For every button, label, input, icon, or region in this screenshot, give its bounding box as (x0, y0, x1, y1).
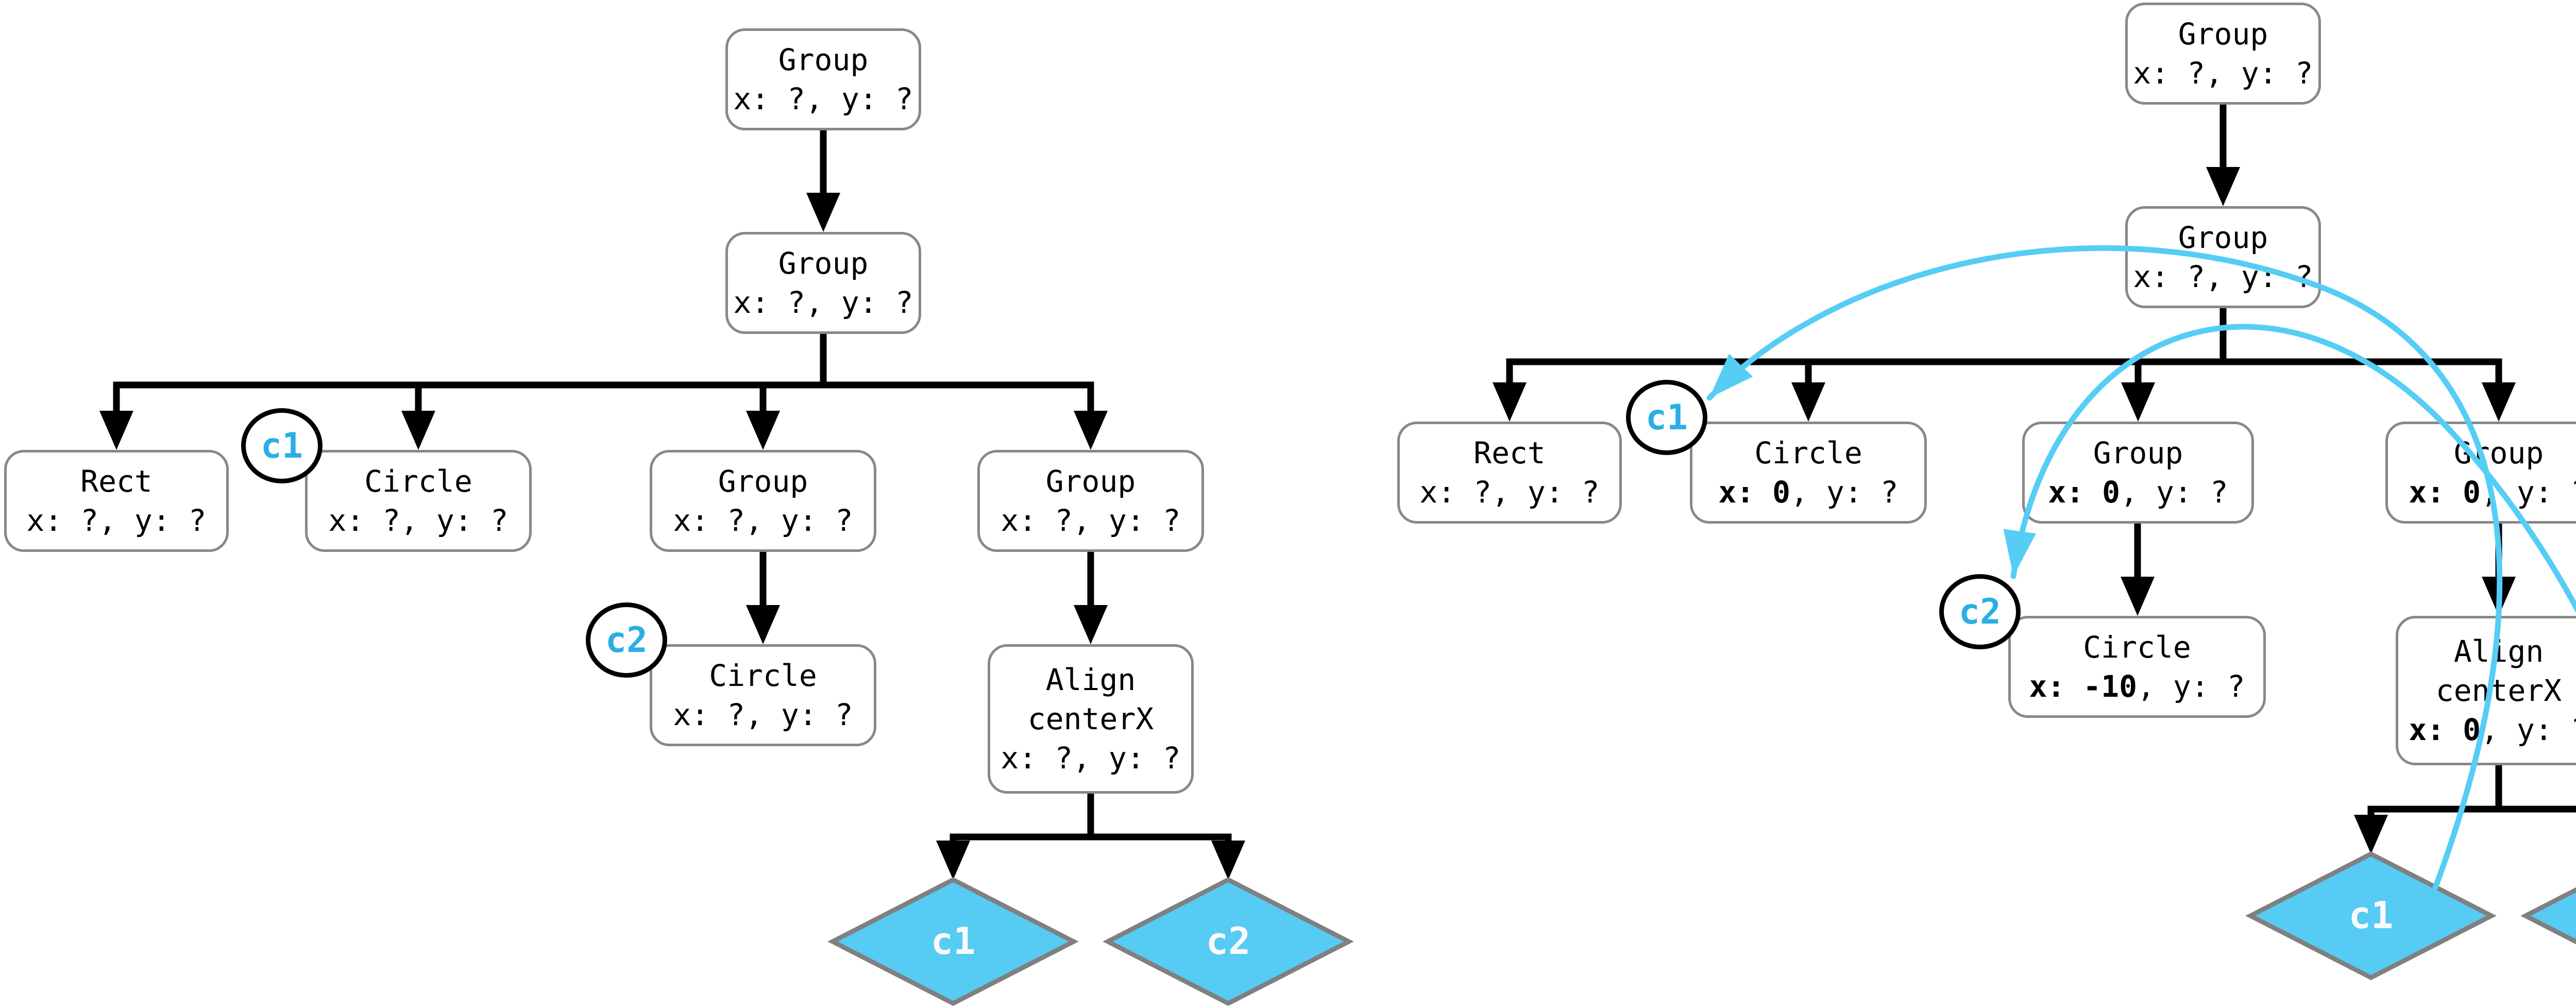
node-coords: x: -10, y: ? (2029, 669, 2245, 704)
node-title: Circle (364, 464, 472, 499)
node-right-circle1: Circle x: 0, y: ? (1690, 422, 1927, 524)
node-title: Group (1045, 464, 1136, 499)
node-coords: x: ?, y: ? (673, 503, 853, 538)
node-title: Rect (1473, 435, 1546, 471)
node-title: Group (718, 464, 808, 499)
node-title: Group (2093, 435, 2183, 471)
node-right-root: Group x: ?, y: ? (2125, 3, 2321, 105)
node-right-group2: Group x: ?, y: ? (2125, 206, 2321, 308)
arrowhead-icon (1493, 382, 1527, 422)
arrowhead-icon (2206, 167, 2240, 206)
ref-diamond-c1 (827, 877, 1079, 1006)
node-left-group4: Group x: ?, y: ? (977, 450, 1204, 552)
badge-right-c2: c2 (1939, 574, 2021, 649)
node-right-group3: Group x: 0, y: ? (2022, 422, 2254, 524)
arrowhead-icon (806, 193, 840, 232)
ref-diamond-label: c2 (1206, 919, 1251, 963)
node-title: Circle (2083, 630, 2191, 665)
node-coords: x: ?, y: ? (328, 503, 509, 538)
node-coords: x: ?, y: ? (673, 697, 853, 732)
node-title: Rect (80, 464, 152, 499)
node-right-align: Align centerX x: 0, y: ? (2396, 616, 2576, 765)
arrowhead-icon (1074, 411, 1108, 450)
arrowhead-icon (401, 411, 435, 450)
node-coords: x: 0, y: ? (1718, 475, 1899, 510)
node-title: Circle (1754, 435, 1862, 471)
ref-diamond-label: c1 (2349, 894, 2394, 937)
arrowhead-icon (1074, 605, 1108, 644)
arrowhead-icon (99, 411, 133, 450)
node-right-rect: Rect x: ?, y: ? (1397, 422, 1622, 524)
node-right-group4: Group x: 0, y: ? (2385, 422, 2576, 524)
ref-diamond-c2 (1103, 877, 1354, 1006)
ref-diamond-label: c1 (931, 919, 976, 963)
node-coords: x: ?, y: ? (1001, 741, 1181, 776)
arrowhead-icon (936, 841, 970, 880)
arrowhead-icon (1211, 841, 1245, 880)
node-title: Circle (709, 658, 817, 693)
node-coords: x: ?, y: ? (26, 503, 207, 538)
badge-right-c1: c1 (1626, 380, 1707, 455)
node-subtitle: centerX (2435, 673, 2562, 708)
node-title: Group (2453, 435, 2544, 471)
node-coords: x: 0, y: ? (2409, 475, 2576, 510)
node-title: Align (2453, 634, 2544, 669)
node-left-circle1: Circle x: ?, y: ? (305, 450, 532, 552)
node-coords: x: ?, y: ? (1419, 475, 1600, 510)
node-title: Group (778, 246, 869, 281)
node-title: Group (778, 42, 869, 77)
node-coords: x: ?, y: ? (2133, 259, 2313, 294)
node-left-root: Group x: ?, y: ? (725, 28, 921, 130)
node-coords: x: 0, y: ? (2409, 712, 2576, 747)
badge-left-c2: c2 (586, 602, 667, 678)
node-left-group3: Group x: ?, y: ? (650, 450, 876, 552)
node-title: Align (1045, 662, 1136, 697)
arrowhead-icon (746, 411, 780, 450)
node-left-align: Align centerX x: ?, y: ? (988, 644, 1194, 794)
node-coords: x: 0, y: ? (2048, 475, 2228, 510)
node-subtitle: centerX (1027, 701, 1154, 736)
node-coords: x: ?, y: ? (2133, 56, 2313, 91)
node-left-group2: Group x: ?, y: ? (725, 232, 921, 334)
node-coords: x: ?, y: ? (1001, 503, 1181, 538)
node-coords: x: ?, y: ? (733, 81, 913, 116)
node-title: Group (2178, 16, 2268, 52)
node-left-circle2: Circle x: ?, y: ? (650, 644, 876, 746)
node-right-circle2: Circle x: -10, y: ? (2008, 616, 2266, 718)
node-left-rect: Rect x: ?, y: ? (4, 450, 229, 552)
ref-diamond-c2 (2520, 887, 2576, 945)
node-coords: x: ?, y: ? (733, 285, 913, 320)
arrowhead-icon (746, 605, 780, 644)
badge-left-c1: c1 (241, 408, 323, 483)
node-title: Group (2178, 220, 2268, 255)
